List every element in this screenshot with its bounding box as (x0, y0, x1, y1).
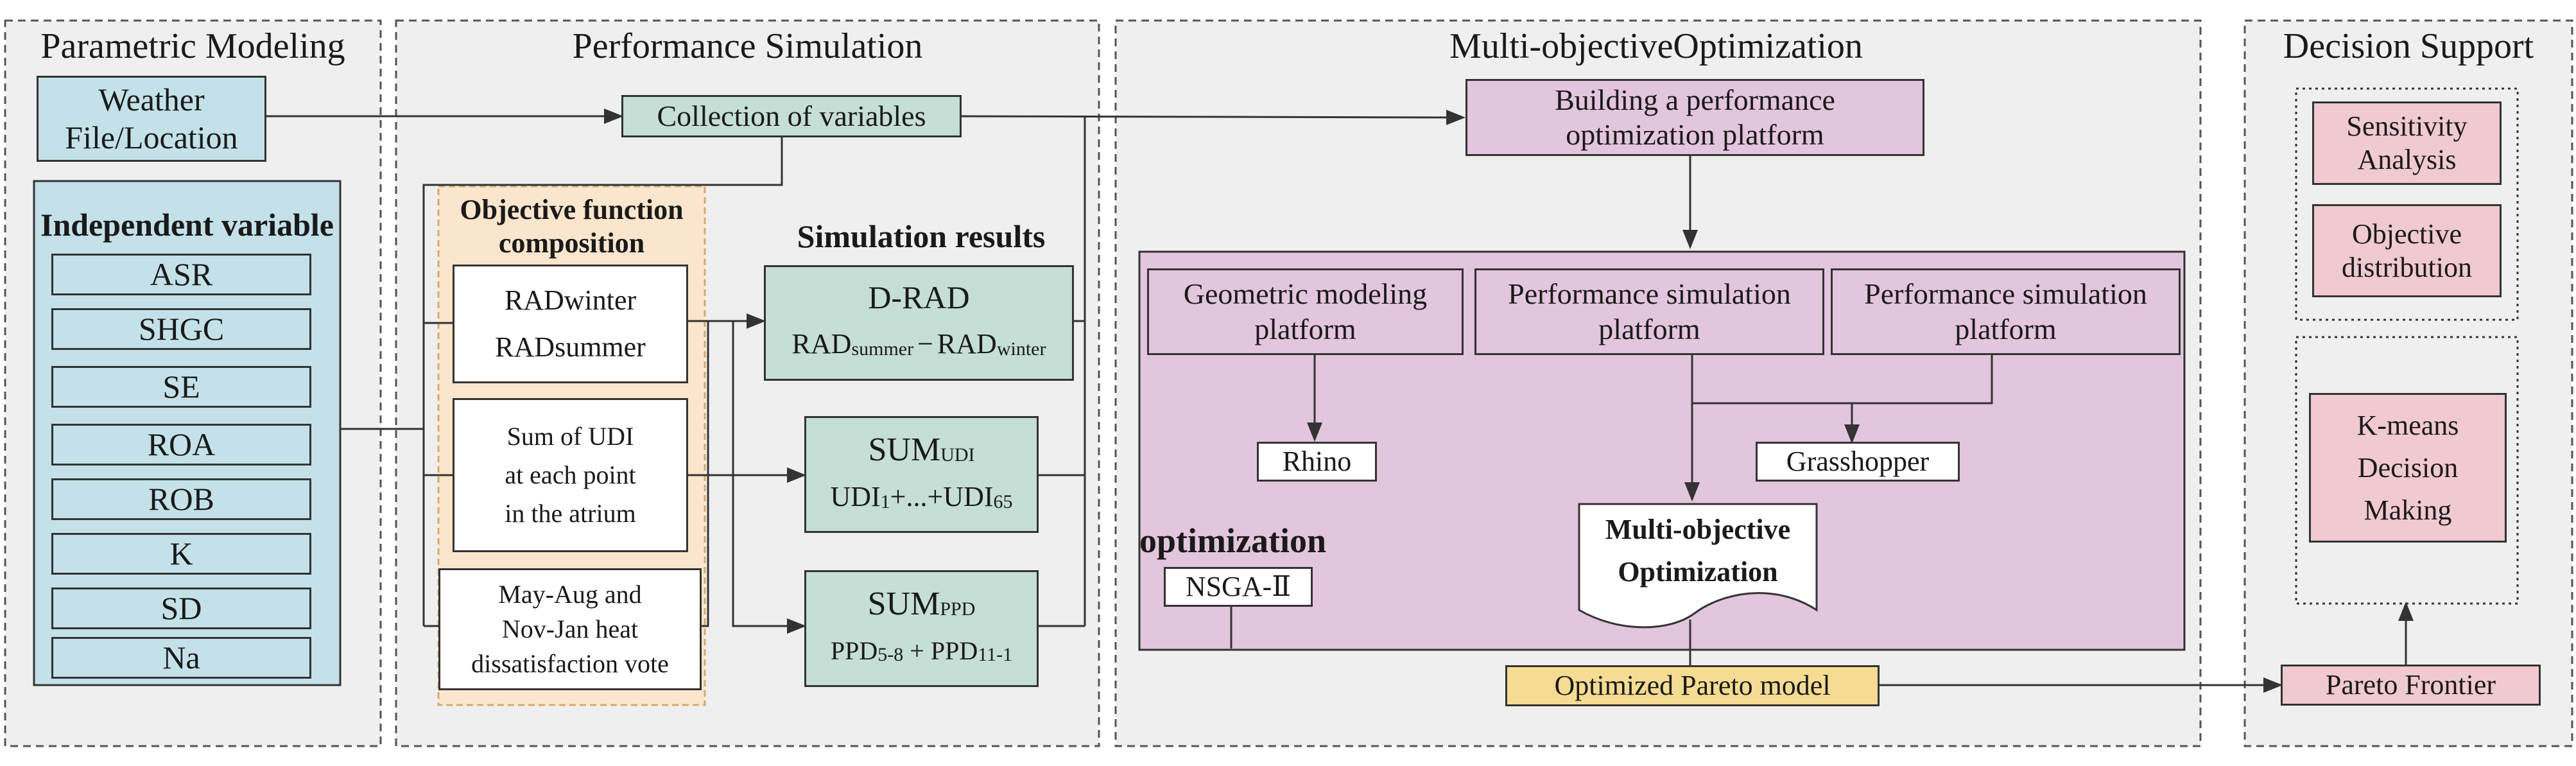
drad-rad-winter: RAD (937, 328, 997, 360)
multi-objective-doc-label: Multi-objective Optimization (1605, 513, 1791, 588)
independent-variable-title: Independent variable (40, 206, 334, 243)
section-title-decision: Decision Support (2283, 26, 2534, 66)
objective-udi-box: Sum of UDI at each point in the atrium (453, 398, 688, 552)
variable-item-na: Na (51, 637, 311, 679)
sum-udi-sub: UDI (940, 444, 975, 466)
drad-rad-summer: RAD (791, 328, 852, 360)
ppd-a: PPD (830, 636, 878, 666)
ppd-mid: + (903, 636, 931, 666)
objective-distribution-box: Objective distribution (2312, 204, 2502, 297)
variable-item-se: SE (51, 366, 311, 408)
optimized-pareto-model-box: Optimized Pareto model (1505, 665, 1880, 706)
performance-platform-box-1: Performance simulation platform (1474, 268, 1824, 355)
drad-sub-summer: summer (851, 338, 914, 360)
section-title-performance: Performance Simulation (572, 26, 923, 66)
geometric-platform-box: Geometric modeling platform (1147, 268, 1464, 355)
line-platforms-join (1692, 355, 1993, 405)
variable-item-rob: ROB (51, 478, 311, 520)
rhino-box: Rhino (1257, 442, 1377, 482)
variable-item-k: K (51, 533, 311, 575)
variable-item-shgc: SHGC (51, 308, 311, 350)
building-platform-box: Building a performance optimization plat… (1465, 79, 1924, 156)
ppd-b: PPD (930, 636, 978, 666)
sum-ppd-main: SUM (867, 586, 940, 623)
kmeans-decision-box: K-means Decision Making (2309, 393, 2507, 543)
objective-heat-box: May-Aug and Nov-Jan heat dissatisfaction… (438, 568, 702, 690)
pareto-frontier-box: Pareto Frontier (2281, 665, 2541, 706)
objective-rad-box: RADwinter RADsummer (453, 265, 688, 383)
drad-minus: − (917, 328, 933, 360)
weather-file-box: Weather File/Location (37, 76, 266, 162)
udi-a-sub: 1 (880, 491, 890, 513)
section-title-optimization: Multi-objectiveOptimization (1449, 26, 1863, 66)
nsga-box: NSGA-Ⅱ (1164, 567, 1313, 607)
simulation-results-title: Simulation results (797, 218, 1046, 254)
multi-objective-document-shape (1578, 503, 1818, 629)
sum-udi-main: SUM (868, 431, 941, 469)
arrow-objective-to-sumppd (732, 321, 806, 634)
ppd-a-sub: 5-8 (877, 644, 904, 666)
variable-item-sd: SD (51, 588, 311, 629)
drad-title: D-RAD (868, 279, 970, 315)
udi-b-sub: 65 (993, 491, 1013, 513)
ppd-b-sub: 11-1 (978, 644, 1013, 666)
variable-item-asr: ASR (51, 254, 311, 295)
udi-b: UDI (943, 481, 994, 513)
objective-function-title: Objective function composition (460, 193, 684, 259)
line-collection-to-objectives (422, 137, 783, 626)
sensitivity-analysis-box: Sensitivity Analysis (2312, 101, 2502, 185)
decision-analysis-group (2295, 87, 2519, 321)
variable-item-roa: ROA (51, 424, 311, 466)
arrow-collection-to-building (961, 109, 1465, 125)
udi-a: UDI (830, 481, 881, 513)
drad-sub-winter: winter (996, 338, 1046, 360)
udi-mid: +...+ (890, 481, 944, 513)
collection-of-variables-box: Collection of variables (621, 95, 962, 137)
grasshopper-box: Grasshopper (1756, 442, 1960, 482)
performance-platform-box-2: Performance simulation platform (1831, 268, 2181, 355)
sum-ppd-sub: PPD (940, 598, 976, 620)
optimization-label: optimization (1139, 521, 1326, 561)
section-title-parametric: Parametric Modeling (40, 26, 345, 66)
